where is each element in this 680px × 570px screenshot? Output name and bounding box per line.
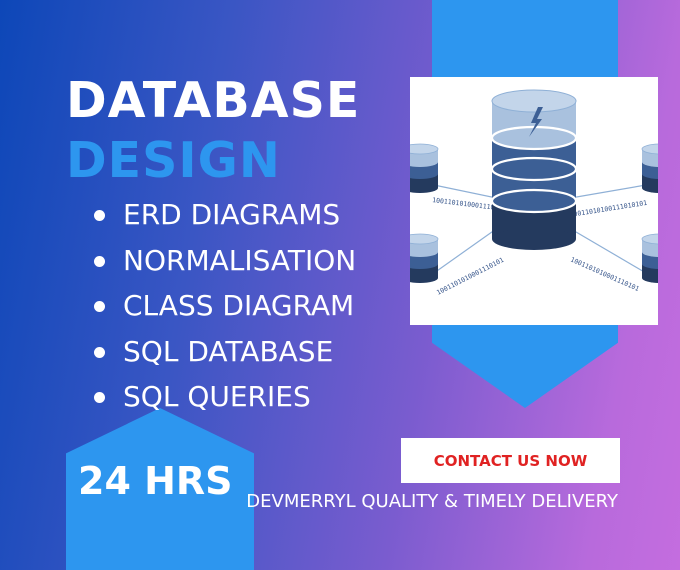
service-item-class-diagram: CLASS DIAGRAM [94,287,356,333]
service-item-sql-queries: SQL QUERIES [94,378,356,424]
title-design: DESIGN [66,132,281,189]
binary-text: 1001101010001110101 [569,256,640,294]
database-network-icon: 1001101010001110101 1001101010001110101 … [410,89,658,297]
contact-us-button[interactable]: CONTACT US NOW [401,438,620,483]
database-network-illustration: 1001101010001110101 1001101010001110101 … [410,77,658,325]
database-small-right-bottom [641,233,658,283]
service-item-erd: ERD DIAGRAMS [94,196,356,242]
services-list: ERD DIAGRAMS NORMALISATION CLASS DIAGRAM… [94,196,356,424]
tagline-text: DEVMERRYL QUALITY & TIMELY DELIVERY [246,491,618,512]
lightning-crack-icon [529,107,543,137]
service-item-normalisation: NORMALISATION [94,242,356,288]
title-database: DATABASE [66,72,361,129]
binary-text: 10011010100111010101 [569,199,648,219]
turnaround-label: 24 HRS [78,459,233,503]
binary-text: 1001101010001110101 [435,256,505,297]
database-small-right-top [641,143,658,193]
database-small-left-top [410,143,439,193]
database-central [490,89,578,250]
service-item-sql-database: SQL DATABASE [94,333,356,379]
database-small-left-bottom [410,233,439,283]
